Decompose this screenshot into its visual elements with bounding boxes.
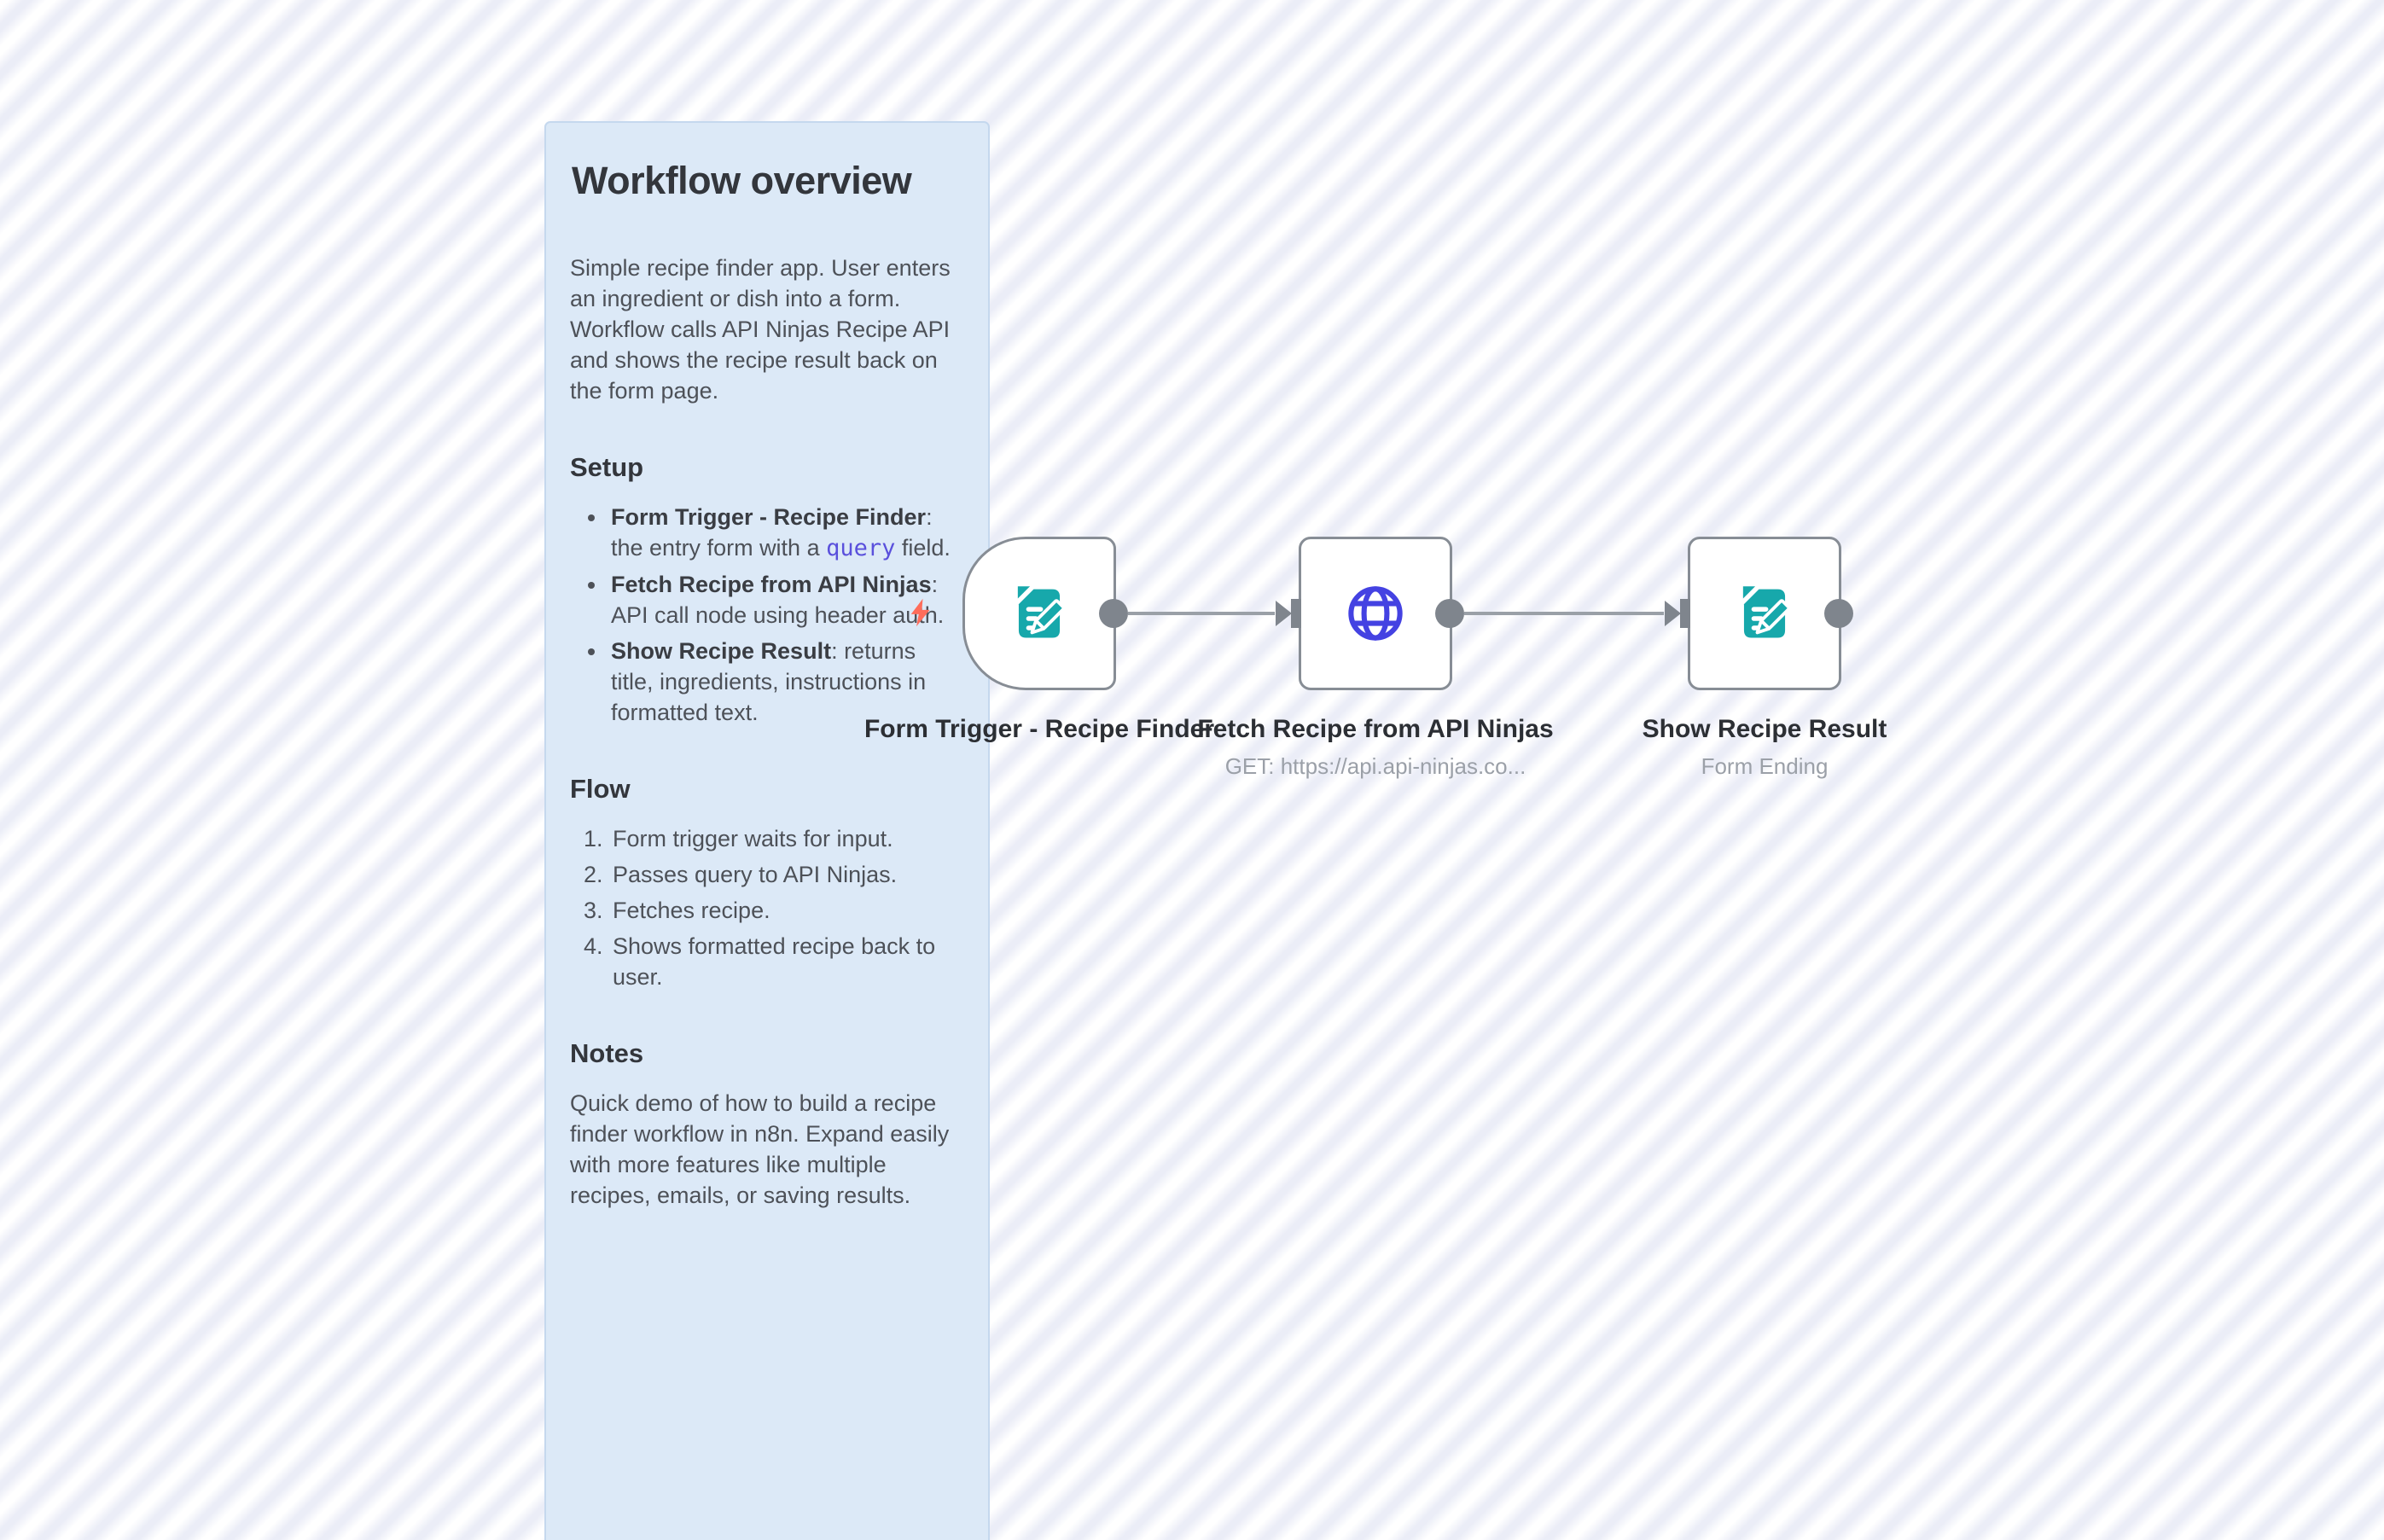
connection-wire-1[interactable] xyxy=(1128,612,1275,615)
node-subtitle: GET: https://api.api-ninjas.co... xyxy=(1224,753,1526,779)
flow-item: Fetches recipe. xyxy=(609,895,964,926)
node-fetch-recipe[interactable]: Fetch Recipe from API Ninjas GET: https:… xyxy=(1197,537,1554,779)
inline-code: query xyxy=(826,535,896,561)
sticky-note[interactable]: Workflow overview Simple recipe finder a… xyxy=(544,121,990,1540)
notes-body: Quick demo of how to build a recipe find… xyxy=(570,1090,950,1208)
output-connector-dot[interactable] xyxy=(1435,599,1464,628)
flow-list: Form trigger waits for input. Passes que… xyxy=(570,823,964,992)
trigger-bolt-icon xyxy=(910,598,930,627)
globe-icon xyxy=(1348,586,1403,641)
notes-heading: Notes xyxy=(570,1038,644,1068)
form-edit-icon xyxy=(1742,586,1791,638)
setup-list: Form Trigger - Recipe Finder: the entry … xyxy=(570,502,964,728)
node-subtitle: Form Ending xyxy=(1701,753,1829,779)
form-edit-icon xyxy=(1017,586,1066,638)
flow-item: Shows formatted recipe back to user. xyxy=(609,931,964,992)
setup-item: Fetch Recipe from API Ninjas: API call n… xyxy=(608,569,964,631)
output-connector-dot[interactable] xyxy=(1824,599,1853,628)
node-show-result[interactable]: Show Recipe Result Form Ending xyxy=(1643,537,1887,779)
flow-item: Passes query to API Ninjas. xyxy=(609,859,964,890)
flow-heading: Flow xyxy=(570,774,631,804)
node-label: Fetch Recipe from API Ninjas GET: https:… xyxy=(1188,713,1563,782)
input-connector-arrow[interactable] xyxy=(1276,599,1301,628)
setup-item: Form Trigger - Recipe Finder: the entry … xyxy=(608,502,964,564)
node-form-trigger[interactable]: Form Trigger - Recipe Finder xyxy=(864,537,1214,743)
node-label: Show Recipe Result Form Ending xyxy=(1577,713,1952,782)
sticky-title: Workflow overview xyxy=(572,159,912,202)
output-connector-dot[interactable] xyxy=(1099,599,1128,628)
input-connector-arrow[interactable] xyxy=(1665,599,1690,628)
flow-item: Form trigger waits for input. xyxy=(609,823,964,854)
connection-wire-2[interactable] xyxy=(1464,612,1664,615)
sticky-intro: Simple recipe finder app. User enters an… xyxy=(570,255,951,404)
setup-heading: Setup xyxy=(570,452,644,482)
setup-item: Show Recipe Result: returns title, ingre… xyxy=(608,636,964,728)
node-label: Form Trigger - Recipe Finder xyxy=(863,715,1215,743)
